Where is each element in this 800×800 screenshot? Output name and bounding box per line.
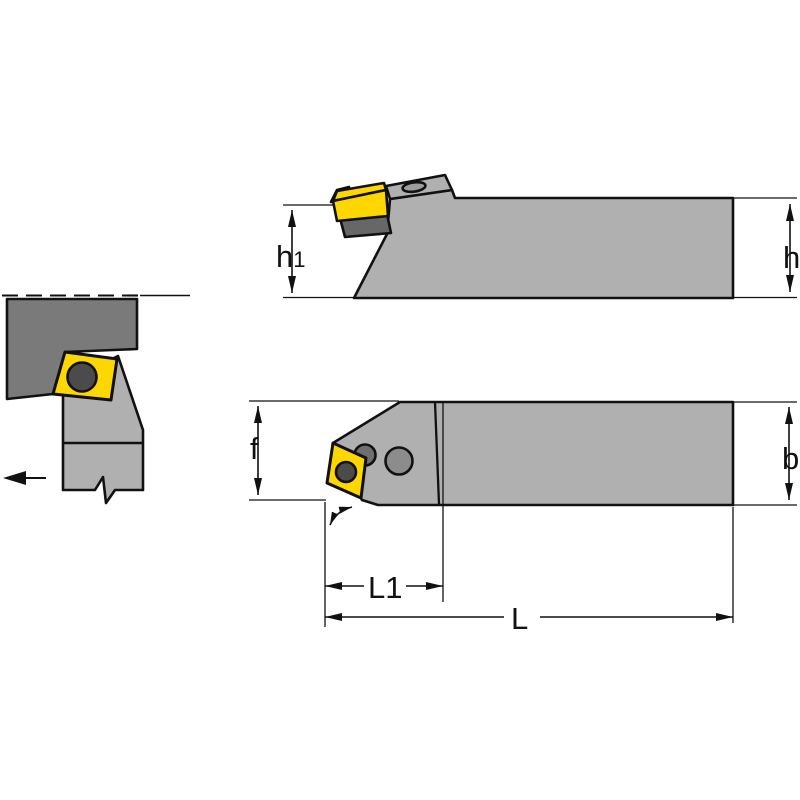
h-label: h: [783, 240, 800, 275]
dimension-l: L: [325, 507, 734, 636]
l1-label: L1: [368, 570, 402, 605]
lead-angle-arc: [329, 506, 353, 526]
insert-front-face-side: [331, 188, 390, 223]
head-shank-boundary-line: [433, 401, 441, 505]
dimension-h: h: [783, 204, 800, 292]
dimension-l1: L1: [324, 502, 443, 627]
insert-hole-top: [334, 460, 358, 484]
dimension-f: f: [249, 400, 399, 501]
clamp-block-front: [5, 297, 139, 401]
f-label: f: [250, 431, 259, 466]
feed-direction-arrow: [3, 471, 46, 485]
insert-hole-front: [66, 361, 98, 393]
holder-body-side: [352, 188, 735, 300]
dimension-b: b: [733, 401, 799, 506]
clamp-screw-hole-ellipse: [401, 180, 427, 194]
b-label: b: [782, 441, 799, 476]
side-view: [283, 173, 797, 300]
dimension-h1: h1: [276, 204, 333, 293]
clamp-screw-hole-top: [384, 446, 414, 476]
l-label: L: [511, 601, 528, 636]
feed-arrow-head: [3, 471, 26, 485]
front-view: [2, 294, 190, 505]
h1-label: h1: [276, 239, 306, 274]
